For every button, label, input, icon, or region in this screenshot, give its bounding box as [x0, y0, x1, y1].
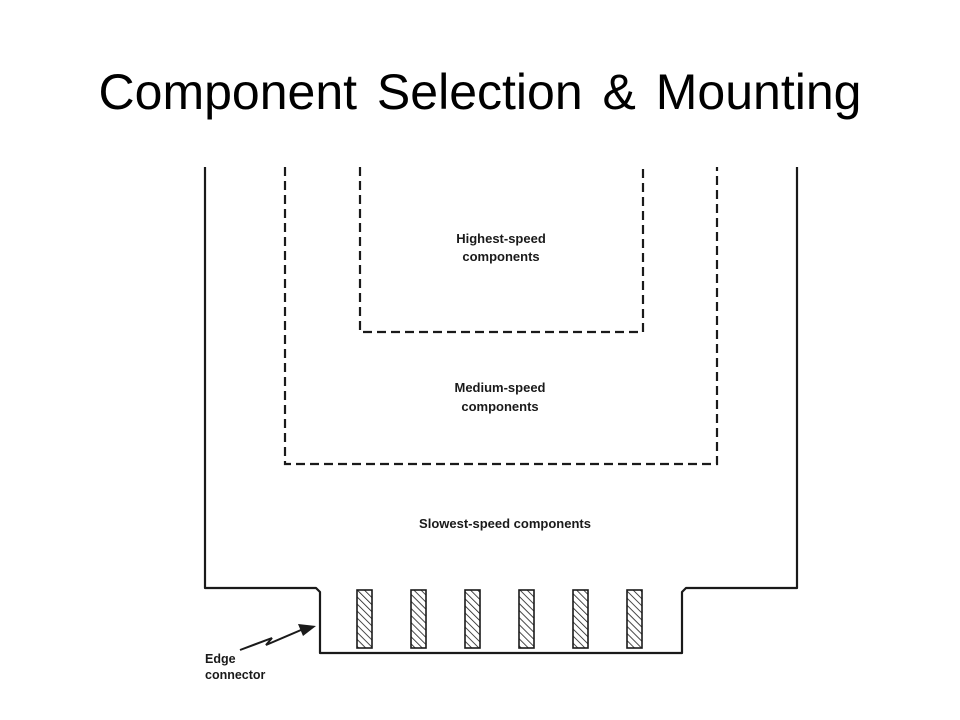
- edge-connector-arrow: [239, 624, 316, 651]
- edge-connector-contacts: [356, 589, 643, 649]
- medium-speed-label-line2: components: [461, 399, 538, 414]
- medium-speed-zone: [283, 167, 719, 466]
- connector-contact: [518, 589, 535, 649]
- slowest-speed-label: Slowest-speed components: [419, 516, 591, 531]
- connector-contact: [464, 589, 481, 649]
- edge-connector-label-line1: Edge: [205, 652, 236, 666]
- connector-contact: [572, 589, 589, 649]
- slide-title: Component Selection & Mounting: [98, 64, 862, 120]
- medium-speed-label-line1: Medium-speed: [454, 380, 545, 395]
- connector-contact: [410, 589, 427, 649]
- connector-contact: [626, 589, 643, 649]
- connector-contact: [356, 589, 373, 649]
- board-outline: [203, 167, 799, 655]
- highest-speed-label-line2: components: [462, 249, 539, 264]
- edge-connector-label-line2: connector: [205, 668, 266, 682]
- highest-speed-label-line1: Highest-speed: [456, 231, 546, 246]
